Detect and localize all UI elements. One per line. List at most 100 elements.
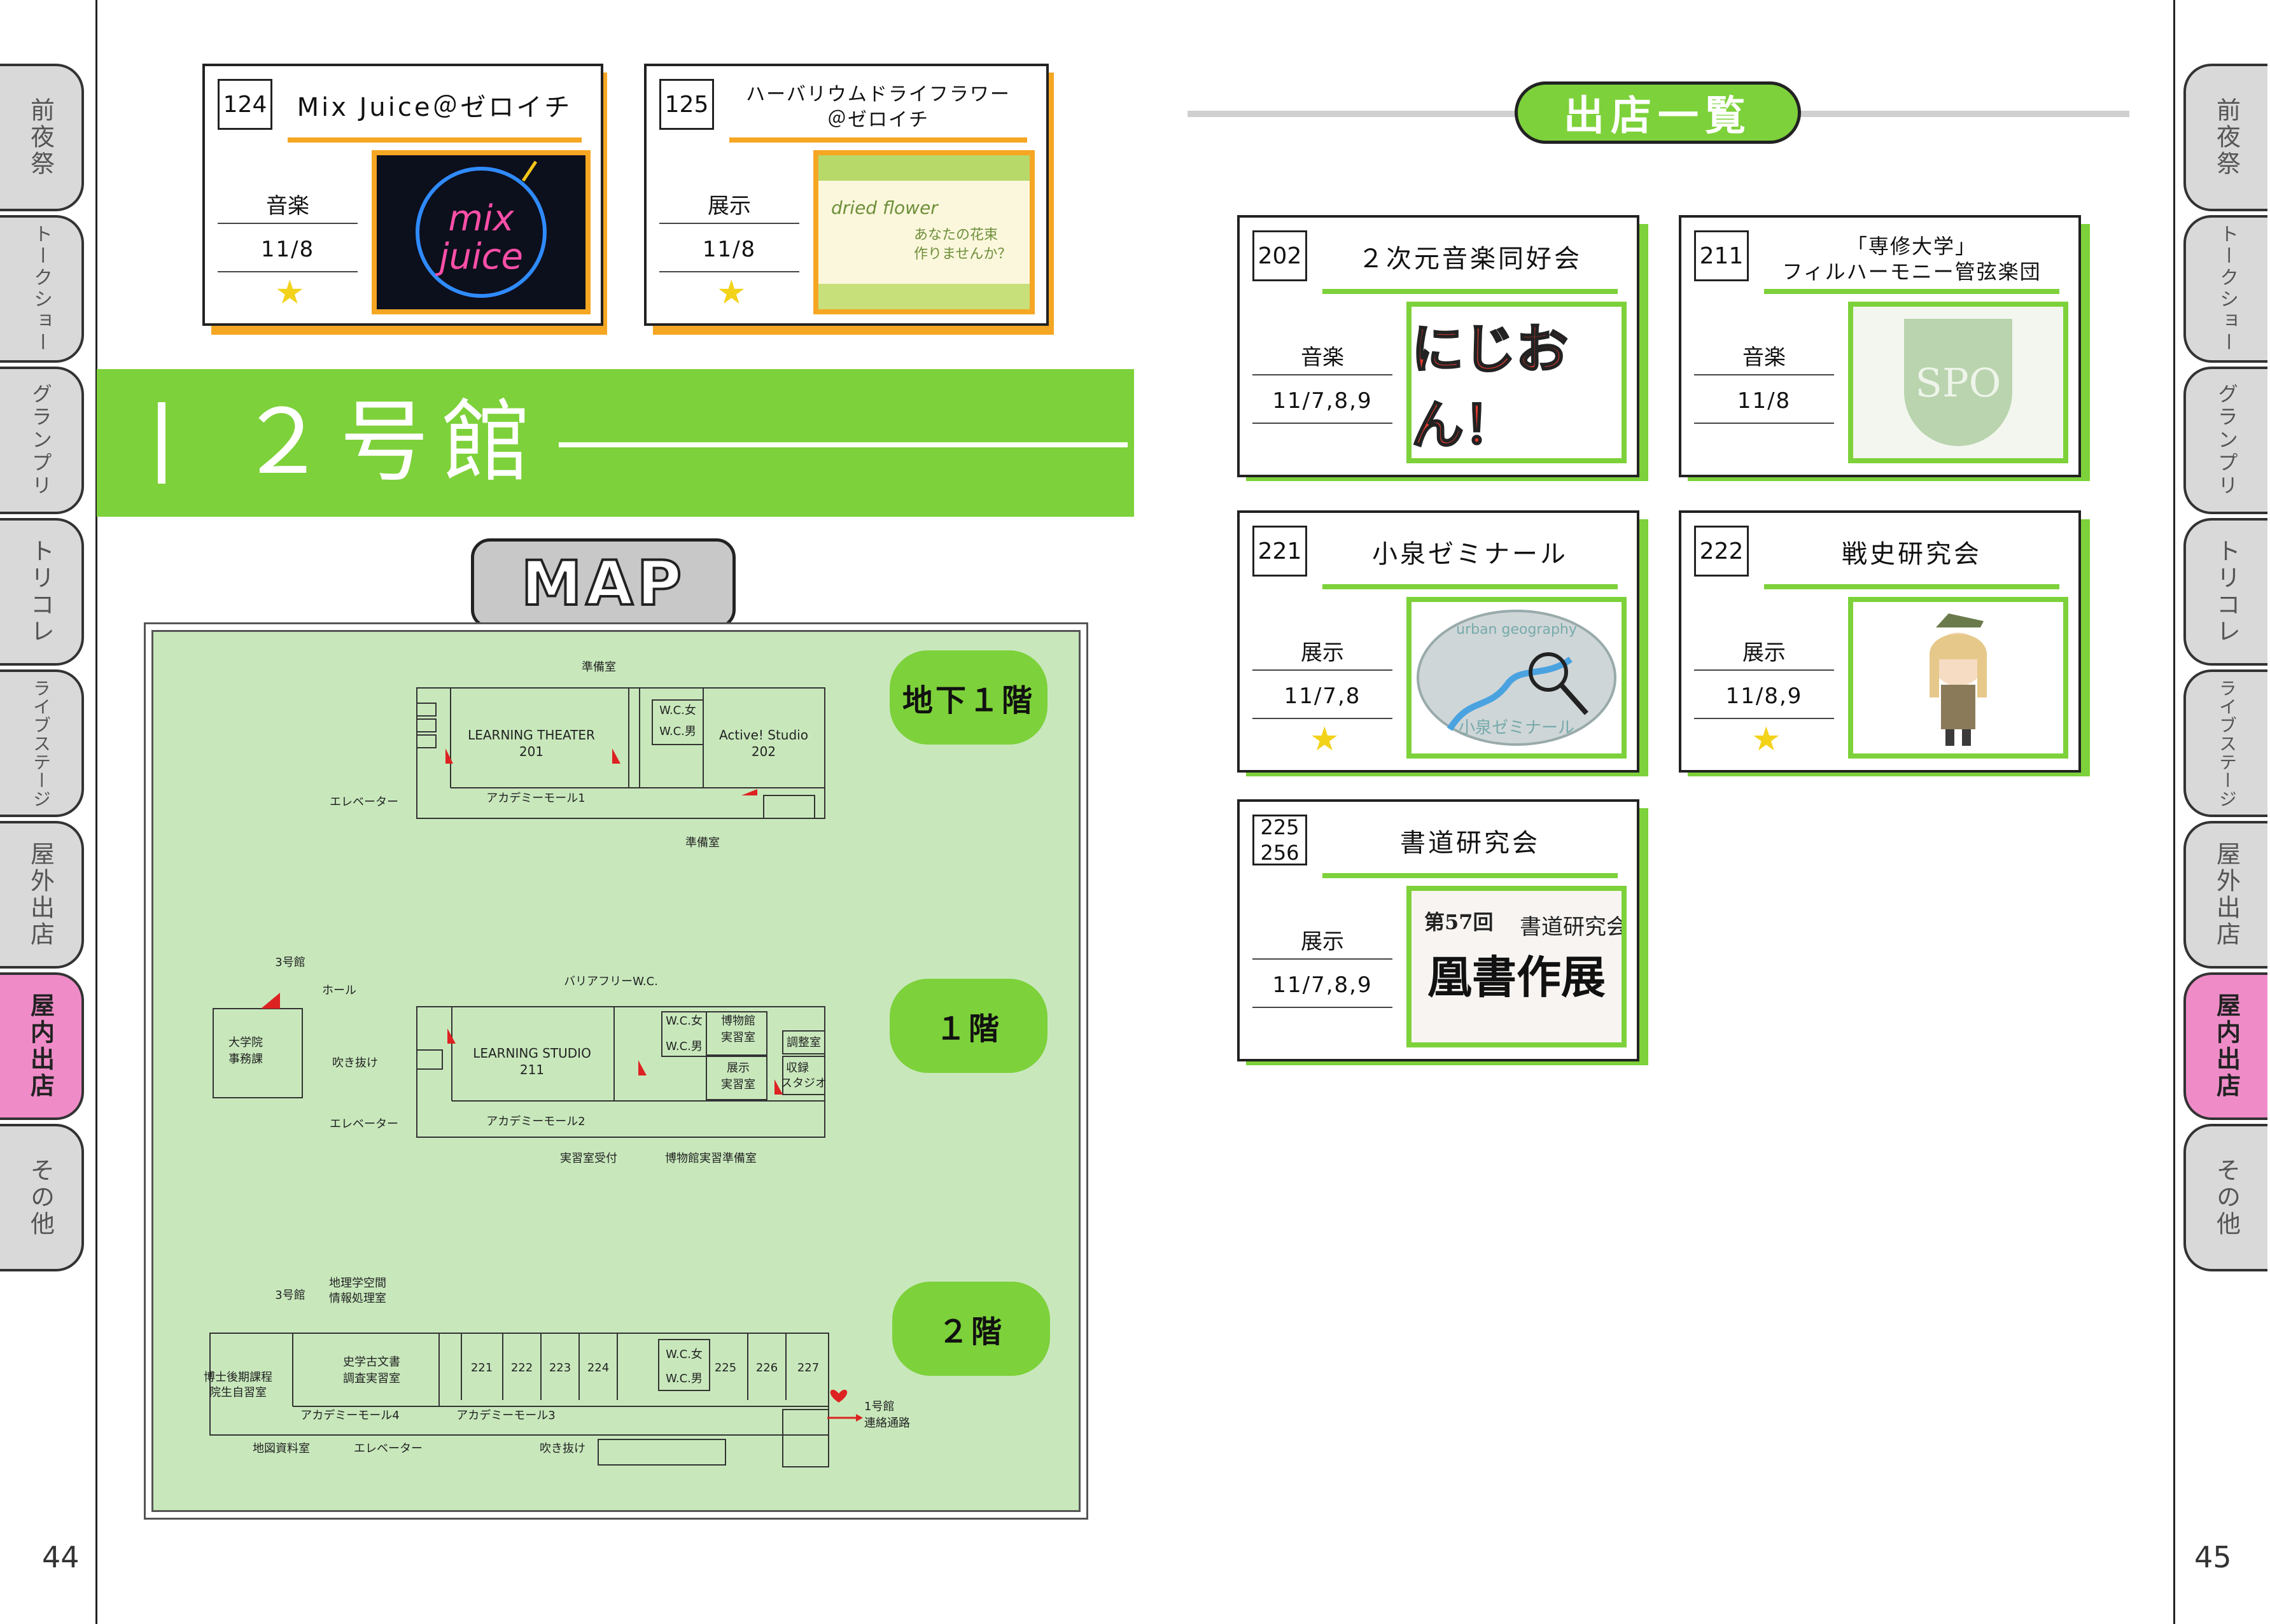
map-label: 実習室受付: [560, 1152, 617, 1165]
map-label: 223: [549, 1361, 571, 1375]
map-label: 211: [520, 1062, 544, 1077]
map-label: 情報処理室: [329, 1292, 386, 1305]
shop-number: 125: [659, 79, 714, 130]
map-label: 実習室: [721, 1078, 755, 1091]
tab-other[interactable]: その他: [0, 1124, 84, 1271]
map-label: 3号館: [275, 956, 305, 969]
tab-grandprix[interactable]: グランプリ: [0, 367, 84, 514]
tab-outdoor[interactable]: 屋外出店: [0, 821, 84, 969]
shop-number: 221: [1252, 526, 1307, 577]
mix-juice-logo: mix juice: [377, 155, 585, 309]
map-label: 225: [715, 1361, 736, 1375]
logo-text: mix: [448, 198, 514, 239]
shop-name-text: Mix Juice＠ゼロイチ: [297, 93, 573, 122]
map-label: アカデミーモール2: [486, 1115, 585, 1128]
map-label: バリアフリーW.C.: [564, 975, 658, 988]
shop-date: 11/7,8: [1284, 683, 1361, 709]
map-label: 吹き抜け: [332, 1056, 378, 1070]
divider: [1694, 669, 1834, 671]
tab-grandprix-right[interactable]: グランプリ: [2183, 367, 2267, 514]
map-label: W.C.女: [666, 1014, 703, 1028]
tab-toricolle[interactable]: トリコレ: [0, 518, 84, 666]
map-label: エレベーター: [330, 795, 398, 809]
map-label: 202: [752, 744, 776, 759]
shop-card-221[interactable]: 221 小泉ゼミナール 展示 11/7,8 ★ urban geography …: [1237, 510, 1639, 773]
tab-label: ライブステージ: [31, 678, 52, 808]
map-label: 224: [587, 1361, 609, 1375]
tab-label: 屋内出店: [2212, 993, 2241, 1100]
shop-name-line: 「専修大学」: [1846, 234, 1977, 258]
map-label: スタジオ: [781, 1077, 827, 1090]
tab-livestage[interactable]: ライブステージ: [0, 669, 84, 817]
tab-zenyasai-right[interactable]: 前夜祭: [2183, 64, 2267, 211]
divider: [659, 223, 799, 224]
map-button[interactable]: MAP: [471, 538, 736, 629]
shop-image: urban geography 小泉ゼミナール: [1406, 597, 1627, 759]
tab-talkshow[interactable]: トークショー: [0, 215, 84, 363]
dried-flower-image: dried flower あなたの花束 作りませんか？: [818, 155, 1030, 309]
shop-card-125[interactable]: 125 ハーバリウムドライフラワー ＠ゼロイチ 展示 11/8 ★ dried …: [644, 64, 1049, 326]
divider: [1252, 958, 1392, 960]
shop-card-202[interactable]: 202 ２次元音楽同好会 音楽 11/7,8,9 にじおん！: [1237, 215, 1639, 477]
tab-label: 屋外出店: [26, 841, 55, 948]
tab-other-right[interactable]: その他: [2183, 1124, 2267, 1271]
tab-label: トリコレ: [2212, 538, 2241, 645]
shop-category: 展示: [1301, 640, 1344, 666]
map-label: 院生自習室: [209, 1386, 267, 1399]
chibi-character-image: [1853, 602, 2063, 753]
floor-label-1f[interactable]: １階: [890, 979, 1047, 1073]
banner-bar: [158, 402, 165, 484]
map-label: 準備室: [685, 836, 720, 850]
shop-name-line: ハーバリウムドライフラワー: [746, 83, 1011, 106]
map-label: アカデミーモール1: [486, 792, 585, 805]
shop-name: 書道研究会: [1322, 816, 1618, 871]
shop-date: 11/8: [260, 237, 315, 262]
tab-zenyasai[interactable]: 前夜祭: [0, 64, 84, 211]
poster-text: 第57回: [1424, 910, 1494, 934]
shop-card-124[interactable]: 124 Mix Juice＠ゼロイチ 音楽 11/8 ★ mix juice: [202, 64, 603, 326]
map-label: LEARNING STUDIO: [473, 1046, 591, 1061]
tab-label: 屋内出店: [26, 993, 55, 1100]
arrow-icon: [856, 1414, 863, 1422]
shop-name: ハーバリウムドライフラワー ＠ゼロイチ: [729, 80, 1027, 135]
map-label: 大学院: [228, 1036, 263, 1049]
map-label: 調査実習室: [343, 1372, 400, 1385]
spo-crest: SPO: [1904, 319, 2012, 446]
shop-name-text: 戦史研究会: [1842, 540, 1982, 569]
page-number-right: 45: [2194, 1540, 2232, 1574]
shop-category: 展示: [1742, 640, 1786, 666]
building-title: ２号館: [238, 391, 544, 494]
name-underline: [1322, 289, 1618, 294]
map-label: W.C.男: [666, 1040, 703, 1053]
shop-category: 音楽: [1301, 345, 1344, 370]
tab-livestage-right[interactable]: ライブステージ: [2183, 669, 2267, 817]
tab-label: トークショー: [30, 224, 52, 354]
map-label: 史学古文書: [343, 1355, 400, 1369]
shop-card-211[interactable]: 211 「専修大学」 フィルハーモニー管弦楽団 音楽 11/8 SPO: [1679, 215, 2081, 477]
tab-talkshow-right[interactable]: トークショー: [2183, 215, 2267, 363]
shop-card-225[interactable]: 225 256 書道研究会 展示 11/7,8,9 第57回 書道研究会 凰書作…: [1237, 799, 1639, 1061]
shop-image: mix juice: [372, 150, 591, 314]
map-label: 201: [519, 744, 543, 759]
logo-text: urban geography: [1456, 622, 1577, 638]
marker-icon: [774, 1079, 783, 1095]
tab-outdoor-right[interactable]: 屋外出店: [2183, 821, 2267, 969]
map-label: エレベーター: [330, 1117, 398, 1131]
name-underline: [1322, 584, 1618, 589]
shop-number: 211: [1694, 230, 1749, 281]
tab-indoor-right[interactable]: 屋内出店: [2183, 972, 2267, 1120]
tab-toricolle-right[interactable]: トリコレ: [2183, 518, 2267, 666]
tab-indoor[interactable]: 屋内出店: [0, 972, 84, 1120]
name-underline: [288, 137, 582, 143]
divider: [659, 271, 799, 272]
floor-label-b1[interactable]: 地下１階: [890, 650, 1047, 745]
shop-image: dried flower あなたの花束 作りませんか？: [813, 150, 1035, 314]
shop-card-222[interactable]: 222 戦史研究会 展示 11/8,9 ★: [1679, 510, 2081, 773]
map-label: Active! Studio: [719, 727, 808, 743]
map-label: 地理学空間: [329, 1277, 386, 1290]
shop-name-line: フィルハーモニー管弦楽団: [1782, 260, 2042, 284]
shop-name: ２次元音楽同好会: [1322, 232, 1618, 286]
floor-label-2f[interactable]: ２階: [892, 1282, 1050, 1376]
tab-label: ライブステージ: [2217, 678, 2238, 808]
marker-icon: [261, 993, 280, 1009]
